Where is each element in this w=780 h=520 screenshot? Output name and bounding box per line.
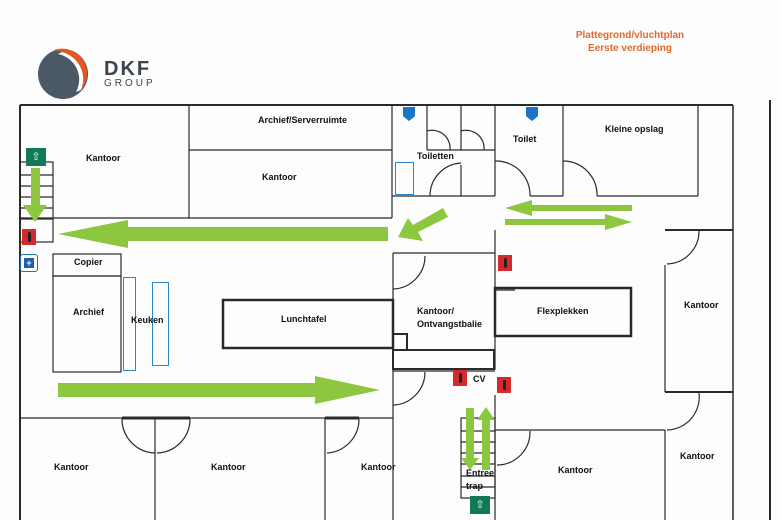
kitchen-counter	[123, 277, 136, 371]
room-label-toiletten: Toiletten	[417, 151, 454, 161]
door-arc	[429, 162, 462, 197]
escape-arrow-right-bottom	[58, 376, 380, 404]
plan-title: Plattegrond/vluchtplan	[575, 30, 685, 41]
room-label-archief: Archief	[73, 307, 105, 317]
emergency-exit-icon: ⇧	[26, 148, 46, 166]
escape-arrow-diagonal	[398, 208, 448, 241]
room-label-ontvangstbalie: Ontvangstbalie	[417, 319, 483, 329]
door-arc	[426, 129, 451, 151]
door-arc	[326, 418, 360, 454]
fire-extinguisher-icon	[498, 255, 512, 271]
door-arc	[494, 160, 531, 197]
emergency-exit-icon: ⇧	[470, 496, 490, 514]
room-label-kantoor: Kantoor	[86, 153, 121, 163]
fire-extinguisher-icon	[22, 229, 36, 245]
room-label-kleine-opslag: Kleine opslag	[605, 124, 664, 134]
room-label-kantoor: Kantoor	[262, 172, 297, 182]
water-tap-icon	[526, 107, 538, 121]
door-arc	[156, 418, 191, 454]
fire-extinguisher-icon	[453, 370, 467, 386]
water-tap-icon	[403, 107, 415, 121]
floor-title: Eerste verdieping	[588, 43, 672, 54]
room-label-kantoor: Kantoor	[361, 462, 396, 472]
fire-extinguisher-icon	[497, 377, 511, 393]
room-label-trap: trap	[466, 481, 484, 491]
room-label-lunchtafel: Lunchtafel	[281, 314, 327, 324]
logo-brand: DKF	[104, 58, 152, 80]
archief-box	[52, 275, 122, 373]
first-aid-cross: +	[24, 258, 34, 268]
escape-arrow-up-entree	[477, 407, 495, 470]
door-arc	[666, 229, 700, 265]
room-label-kantoor: Kantoor	[558, 465, 593, 475]
door-arc	[392, 255, 426, 290]
first-aid-icon: +	[20, 254, 38, 272]
room-label-entree: Entree	[466, 468, 495, 478]
escape-arrow-left-right-corridor	[505, 200, 632, 216]
room-label-kantoor: Kantoor	[680, 451, 715, 461]
room-label-kantoor: Kantoor	[211, 462, 246, 472]
room-label-copier: Copier	[74, 257, 103, 267]
room-label-flexplekken: Flexplekken	[537, 306, 589, 316]
counter-end	[392, 333, 408, 351]
counter	[392, 349, 495, 370]
logo-mark-icon	[38, 48, 88, 99]
escape-routes	[23, 168, 632, 470]
room-label-kantoor-ontvangst: Kantoor/	[417, 306, 454, 316]
door-arc	[121, 418, 156, 454]
escape-arrow-right-corridor	[505, 214, 632, 230]
escape-arrow-down-entree	[461, 408, 479, 470]
door-arc	[496, 430, 531, 466]
room-label-cv: CV	[473, 374, 486, 384]
door-arc	[392, 371, 426, 406]
room-label-kantoor: Kantoor	[684, 300, 719, 310]
logo-sub: GROUP	[104, 78, 156, 89]
lunch-table	[221, 298, 395, 350]
door-arc	[666, 392, 700, 431]
sink-fixture	[395, 162, 414, 195]
flex-table	[493, 286, 633, 338]
door-arc	[562, 160, 598, 197]
escape-arrow-down-left-stairs	[23, 168, 47, 222]
door-arc	[460, 129, 485, 151]
room-label-kantoor: Kantoor	[54, 462, 89, 472]
room-label-archief-serverruimte: Archief/Serverruimte	[258, 115, 348, 125]
escape-arrow-left-main	[58, 220, 388, 248]
room-label-toilet: Toilet	[513, 134, 537, 144]
kitchen-counter-2	[152, 282, 169, 366]
room-label-keuken: Keuken	[131, 315, 164, 325]
